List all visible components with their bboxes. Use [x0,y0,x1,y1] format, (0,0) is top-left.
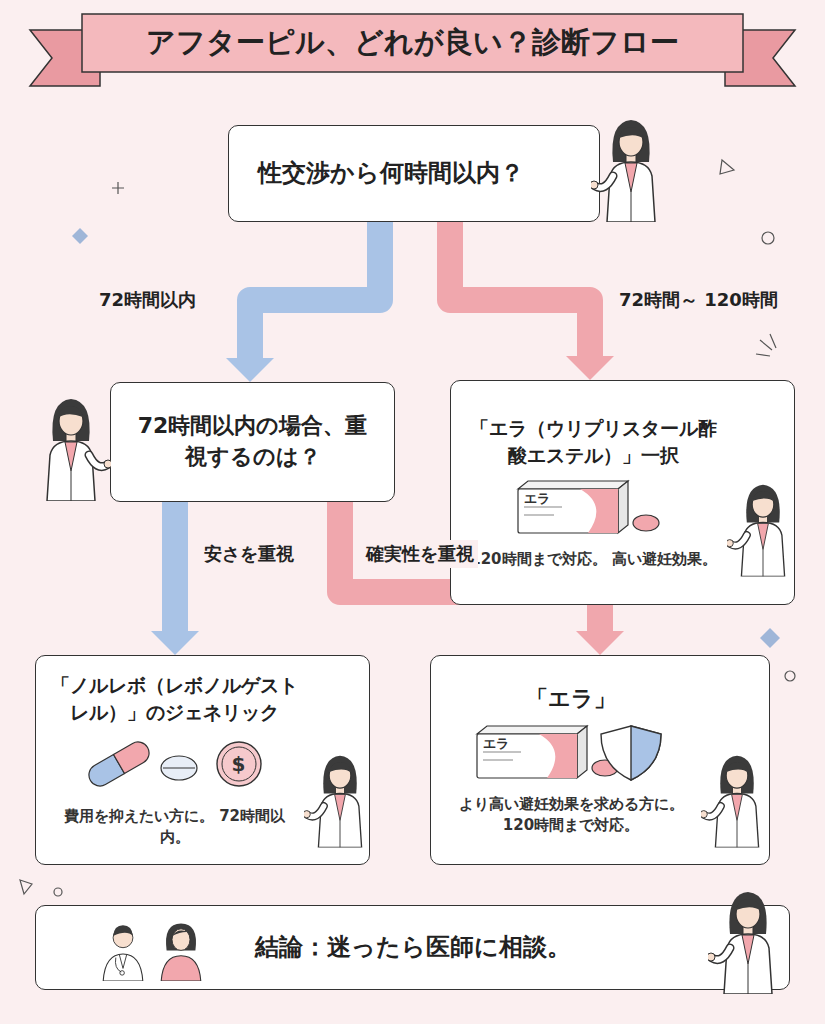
edge-label: 72時間以内 [95,286,200,314]
node-heading: 性交渉から何時間以内？ [258,157,524,191]
conclusion-box: 結論：迷ったら医師に相談。 [35,905,790,990]
flow-arrow [162,502,188,631]
result-box: 「エラ」エラより高い避妊効果を求める方に。 120時間まで対応。 [430,655,770,865]
doctor-figure [96,918,150,981]
question-box: 性交渉から何時間以内？ [228,125,600,222]
title-ribbon [30,14,795,86]
coin-symbol: $ [232,754,246,774]
title-text: アフターピル、どれが良い？診断フロー [90,17,735,69]
node-heading: 「エラ（ウリプリスタール酢酸エステル）」一択 [465,415,722,468]
doctor-figure [708,884,788,994]
medicine-illustration: $ [75,732,275,796]
edge-label: 72時間～ 120時間 [615,286,782,314]
doctor-figure [31,391,111,501]
medicine-art [494,475,694,539]
flow-arrow [250,222,380,358]
node-body: より高い避妊効果を求める方に。 120時間まで対応。 [445,794,697,836]
doctor-figure [701,748,773,848]
decoration [20,160,795,896]
edge-label: 確実性を重視 [362,540,478,568]
node-body: 費用を抑えたい方に。 72時間以内。 [50,806,299,848]
doctor-figure [154,918,208,981]
package-label: エラ [483,737,509,750]
node-heading: 「エラ」 [526,684,616,715]
result-box: 「ノルレボ（レボノルゲストレル）」のジェネリック $ 費用を抑えたい方に。 72時間… [35,655,370,865]
medicine-illustration: エラ [471,720,671,784]
doctor-figure [591,112,671,222]
question-box: 72時間以内の場合、重視するのは？ [110,382,395,502]
node-heading: 「ノルレボ（レボノルゲストレル）」のジェネリック [50,672,299,725]
node-heading: 72時間以内の場合、重視するのは？ [127,411,378,473]
node-body: 120時間まで対応。 高い避妊効果。 [470,549,717,570]
node-heading: 結論：迷ったら医師に相談。 [255,931,571,965]
medicine-illustration: エラ [494,475,694,539]
doctor-figure [304,748,376,848]
doctor-figure [727,477,799,577]
medicine-art [471,720,671,784]
package-label: エラ [524,492,550,505]
edge-label: 安さを重視 [200,540,298,568]
result-box: 「エラ（ウリプリスタール酢酸エステル）」一択エラ 120時間まで対応。 高い避妊効… [450,380,795,605]
flow-arrow [450,222,590,356]
